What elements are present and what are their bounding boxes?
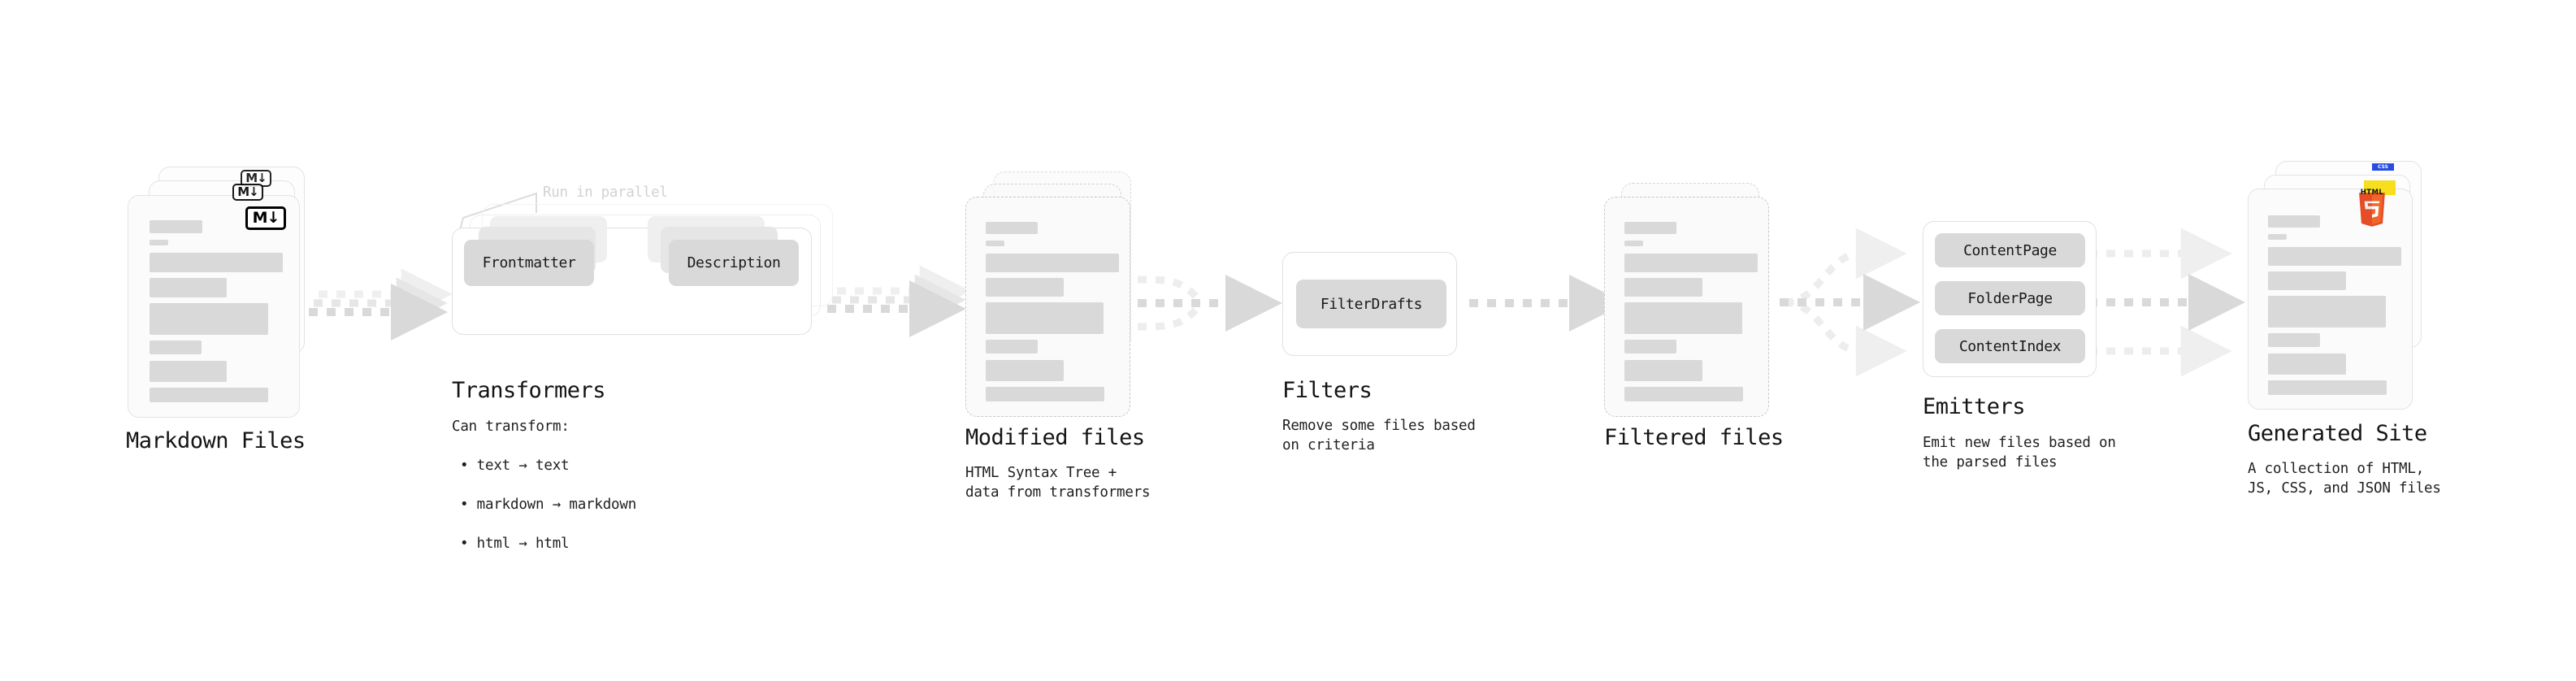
- generated-site-description: A collection of HTML, JS, CSS, and JSON …: [2248, 461, 2441, 497]
- skeleton-line: [2268, 215, 2320, 228]
- emitter-chip-contentpage[interactable]: ContentPage: [1935, 233, 2085, 267]
- markdown-icon-glyph: M↓: [245, 171, 267, 185]
- filters-description: Remove some files based on criteria: [1282, 418, 1476, 453]
- html5-icon: HTML: [2354, 189, 2390, 229]
- skeleton-line: [1624, 278, 1702, 297]
- arrow-markdown-to-transformers: [309, 268, 453, 340]
- bullet-text: text → text: [476, 458, 570, 474]
- markdown-icon: M↓: [241, 170, 271, 187]
- skeleton-line: [150, 361, 227, 382]
- skeleton-line: [2268, 247, 2401, 266]
- skeleton-line: [986, 387, 1104, 401]
- transformers-bullet: • text → text: [460, 436, 636, 475]
- skeleton-line: [1624, 360, 1702, 381]
- emitters-description: Emit new files based on the parsed files: [1923, 435, 2116, 471]
- skeleton-line: [2268, 296, 2386, 327]
- transformers-bullets: • text → text • markdown → markdown • ht…: [460, 436, 636, 553]
- arrow-filtered-to-emitters: [1780, 228, 1920, 377]
- markdown-files-title: Markdown Files: [126, 428, 306, 453]
- skeleton-line: [150, 303, 268, 335]
- markdown-icon: M↓: [232, 184, 263, 201]
- markdown-icon-glyph: M↓: [252, 209, 280, 227]
- modified-doc-front: [965, 197, 1130, 417]
- html5-icon-word: HTML: [2360, 189, 2384, 197]
- run-in-parallel-label: Run in parallel: [543, 184, 668, 201]
- bullet-dot: •: [460, 497, 477, 513]
- filter-chip-filterdrafts[interactable]: FilterDrafts: [1296, 280, 1446, 328]
- skeleton-line: [1624, 340, 1676, 354]
- skeleton-line: [1624, 254, 1758, 272]
- skeleton-line: [986, 222, 1038, 234]
- filtered-files-title: Filtered files: [1604, 425, 1784, 450]
- emitter-chip-folderpage[interactable]: FolderPage: [1935, 281, 2085, 315]
- skeleton-line: [150, 278, 227, 297]
- emitters-box: ContentPage FolderPage ContentIndex: [1923, 221, 2097, 377]
- transformers-bullet: • html → html: [460, 514, 636, 553]
- skeleton-line: [1624, 302, 1742, 334]
- skeleton-line: [2268, 380, 2387, 395]
- bullet-dot: •: [460, 458, 477, 474]
- bullet-dot: •: [460, 536, 477, 552]
- skeleton-line: [986, 278, 1064, 297]
- css3-icon-label: CSS: [2378, 164, 2388, 170]
- arrow-emitters-to-site: [2088, 228, 2245, 377]
- filters-box: FilterDrafts: [1282, 252, 1457, 356]
- markdown-doc-front: [128, 195, 300, 418]
- skeleton-line: [1624, 241, 1643, 246]
- transformers-title: Transformers: [452, 378, 606, 403]
- skeleton-line: [150, 340, 202, 354]
- transformers-box: Frontmatter Description: [452, 216, 812, 335]
- generated-site-title: Generated Site: [2248, 421, 2427, 446]
- css3-icon: CSS: [2372, 163, 2394, 171]
- bullet-text: markdown → markdown: [476, 497, 637, 513]
- skeleton-line: [2268, 234, 2287, 240]
- emitters-title: Emitters: [1923, 394, 2026, 419]
- skeleton-line: [986, 360, 1064, 381]
- skeleton-line: [2268, 354, 2346, 375]
- filters-title: Filters: [1282, 378, 1373, 403]
- bullet-text: html → html: [476, 536, 570, 552]
- skeleton-line: [150, 388, 268, 402]
- transformers-bullet: • markdown → markdown: [460, 475, 636, 514]
- skeleton-line: [150, 220, 202, 233]
- skeleton-line: [150, 253, 283, 272]
- skeleton-line: [150, 240, 168, 245]
- markdown-icon: M↓: [245, 206, 286, 230]
- arrow-modified-to-filters: [1137, 275, 1282, 332]
- transformer-chip-description[interactable]: Description: [669, 240, 799, 286]
- markdown-icon-glyph: M↓: [237, 184, 258, 199]
- skeleton-line: [1624, 387, 1743, 401]
- transformer-chip-frontmatter[interactable]: Frontmatter: [464, 240, 594, 286]
- html5-icon-shield: [2359, 193, 2385, 227]
- filtered-doc-front: [1604, 197, 1769, 417]
- skeleton-line: [2268, 271, 2346, 290]
- modified-files-description: HTML Syntax Tree + data from transformer…: [965, 465, 1151, 501]
- arrow-transformers-to-modified: [827, 265, 971, 337]
- skeleton-line: [986, 302, 1104, 334]
- skeleton-line: [986, 340, 1038, 354]
- skeleton-line: [2268, 333, 2320, 347]
- transformers-description: Can transform:: [452, 419, 570, 435]
- modified-files-title: Modified files: [965, 425, 1145, 450]
- skeleton-line: [986, 254, 1119, 272]
- emitter-chip-contentindex[interactable]: ContentIndex: [1935, 329, 2085, 363]
- skeleton-line: [986, 241, 1004, 246]
- javascript-icon: [2364, 180, 2396, 195]
- skeleton-line: [1624, 222, 1676, 234]
- site-doc-front: [2248, 189, 2413, 410]
